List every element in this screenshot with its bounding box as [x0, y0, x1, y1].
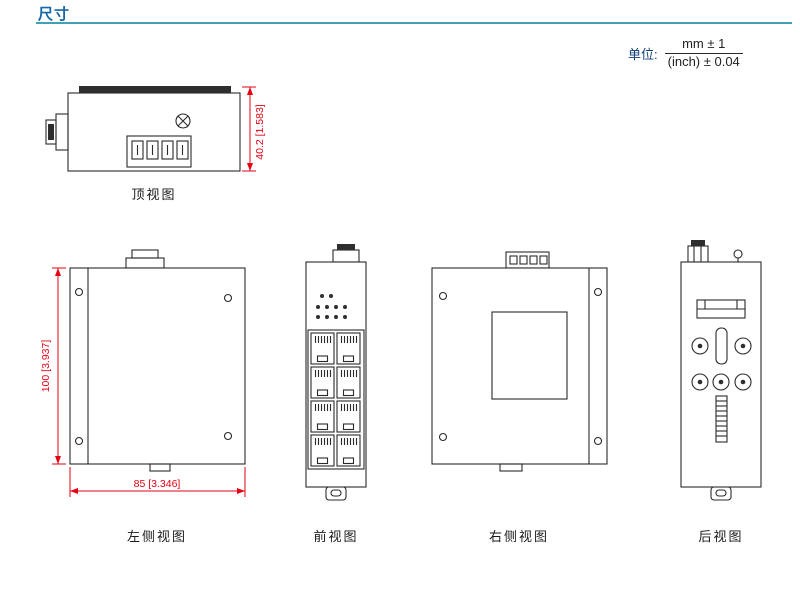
- din-rail-edge: [79, 86, 231, 93]
- view-label-right: 右侧视图: [489, 529, 549, 544]
- device-body: [67, 92, 241, 172]
- unit-label: 单位:: [628, 46, 658, 62]
- header-divider: [36, 22, 792, 24]
- device-body: [431, 267, 608, 465]
- right-side-view-drawing: 右侧视图: [431, 251, 608, 544]
- screw-icon: [438, 432, 448, 442]
- view-label-front: 前视图: [313, 529, 358, 544]
- rear-view-drawing: 后视图: [680, 240, 762, 544]
- page-title: 尺寸: [38, 6, 71, 23]
- mounting-tab: [499, 463, 523, 472]
- screw-icon: [74, 436, 84, 446]
- unit-mm-tolerance: mm ± 1: [682, 36, 726, 51]
- view-label-left: 左侧视图: [127, 529, 187, 544]
- screw-icon: [593, 287, 603, 297]
- left-side-view-drawing: 100 [3.937] 85 [3.346] 左侧视图: [40, 249, 246, 544]
- screw-icon: [175, 113, 191, 129]
- view-label-top: 顶视图: [131, 187, 176, 202]
- led-indicators: [316, 294, 347, 319]
- screw-icon: [74, 287, 84, 297]
- screw-icon: [223, 431, 233, 441]
- view-label-rear: 后视图: [698, 529, 743, 544]
- device-body: [69, 267, 246, 465]
- top-terminal-block: [505, 251, 550, 269]
- top-connector: [332, 244, 360, 263]
- top-connector: [687, 240, 743, 263]
- top-view-drawing: 40.2 [1.583] 顶视图: [45, 86, 266, 202]
- dimension-text-left-height: 100 [3.937]: [40, 340, 52, 393]
- clip-spring: [715, 395, 728, 443]
- dimension-left-width: 85 [3.346]: [69, 467, 246, 497]
- label-plate: [491, 311, 568, 400]
- front-view-drawing: 前视图: [305, 244, 367, 544]
- fiber-connector: [45, 113, 69, 151]
- din-rail-clip: [691, 299, 752, 443]
- mounting-tab: [710, 486, 732, 501]
- dimension-text-left-width: 85 [3.346]: [134, 478, 181, 490]
- mounting-tab: [325, 486, 347, 501]
- screw-icon: [438, 291, 448, 301]
- screw-icon: [223, 293, 233, 303]
- dimension-text-top-height: 40.2 [1.583]: [254, 104, 266, 160]
- grounding-screw-icon: [733, 249, 743, 259]
- screw-icon: [593, 436, 603, 446]
- unit-fraction: mm ± 1 (inch) ± 0.04: [664, 36, 743, 71]
- dimension-top-height: 40.2 [1.583]: [242, 86, 266, 172]
- dimension-left-height: 100 [3.937]: [40, 267, 66, 465]
- port-panel: [307, 329, 365, 470]
- mounting-tab: [149, 463, 171, 472]
- terminal-block: [126, 135, 192, 168]
- unit-note: 单位: mm ± 1 (inch) ± 0.04: [628, 36, 743, 71]
- unit-inch-tolerance: (inch) ± 0.04: [664, 52, 743, 71]
- top-connector: [125, 249, 165, 269]
